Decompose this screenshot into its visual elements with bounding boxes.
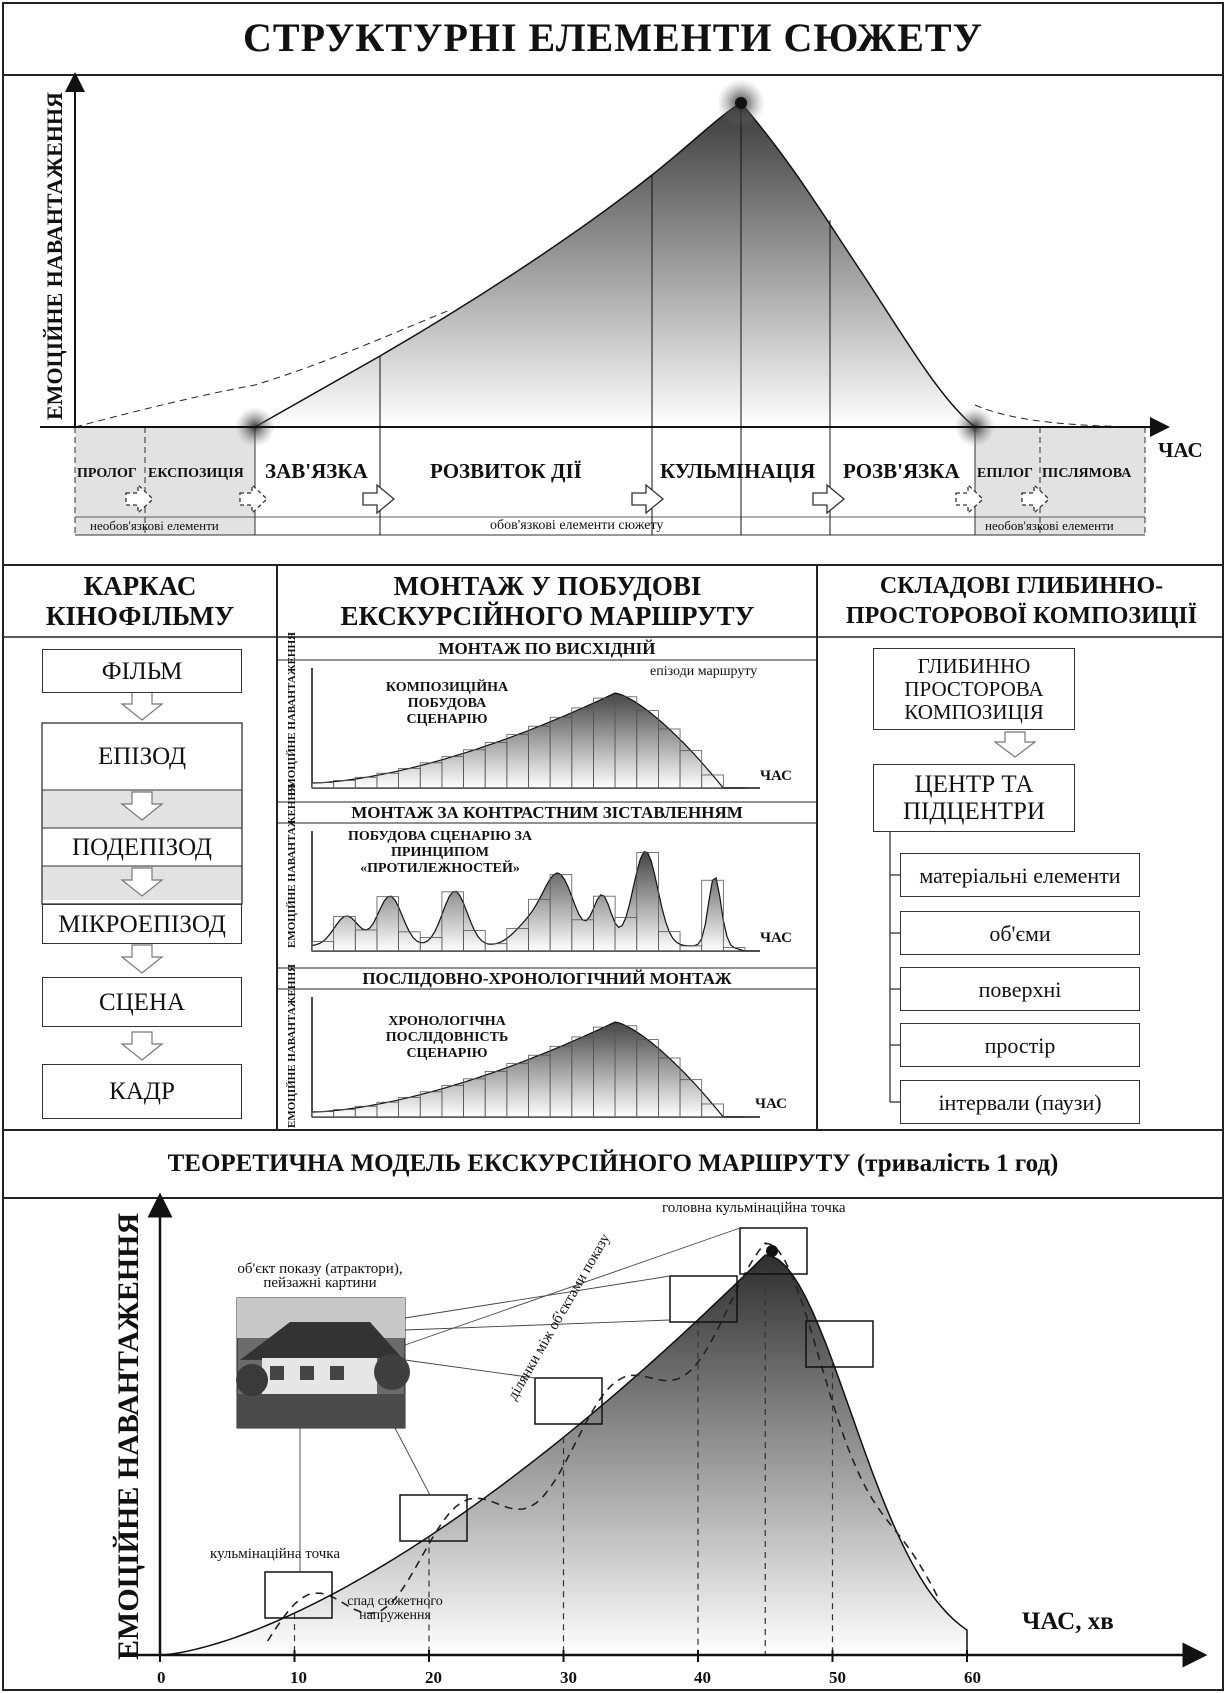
frame-title: КАРКАС КІНОФІЛЬМУ: [45, 571, 235, 631]
tick-60: 60: [964, 1668, 981, 1687]
montage-panel-1-caption: КОМПОЗИЦІЙНА ПОБУДОВА СЦЕНАРІЮ: [385, 680, 509, 727]
depth-item-intervals: інтервали (паузи): [900, 1080, 1140, 1124]
leader-line: [404, 1227, 741, 1346]
montage-panel-2-x-label: ЧАС: [760, 930, 792, 946]
depth-title: СКЛАДОВІ ГЛИБИННО-ПРОСТОРОВОЇ КОМПОЗИЦІЇ: [845, 573, 1198, 629]
mini-bar: [636, 852, 659, 952]
optional-elements-left: необов'язкові елементи: [90, 518, 219, 533]
mini-bar: [679, 750, 703, 789]
annotation-objects: об'єкт показу (атрактори), пейзажні карт…: [237, 1261, 403, 1291]
montage-curves: [311, 668, 760, 1118]
montage-panel-3-caption: ХРОНОЛОГІЧНА ПОСЛІДОВНІСТЬ СЦЕНАРІЮ: [385, 1014, 509, 1061]
tick-20: 20: [425, 1668, 442, 1687]
tick-30: 30: [560, 1668, 577, 1687]
frame-item-shot: КАДР: [42, 1064, 242, 1119]
mini-bar: [701, 774, 724, 789]
annotation-tension-drop: спад сюжетного напруження: [347, 1594, 443, 1623]
depth-top-node: ГЛИБИННО ПРОСТОРОВА КОМПОЗИЦІЯ: [873, 648, 1075, 730]
segment-setup: ЗАВ'ЯЗКА: [265, 459, 368, 483]
montage-panel-1-x-label: ЧАС: [760, 768, 792, 784]
episode-box: [805, 1320, 874, 1368]
montage-panel-3-x-label: ЧАС: [755, 1096, 787, 1112]
episode-box: [669, 1275, 738, 1323]
episode-box: [534, 1377, 603, 1425]
frame-item-microepisode: МІКРОЕПІЗОД: [42, 904, 242, 944]
mini-bar: [376, 896, 400, 952]
mini-bar: [441, 891, 464, 952]
mini-bar: [658, 931, 681, 952]
photo-attractor: [236, 1297, 410, 1429]
model-x-axis-label: ЧАС, хв: [1022, 1608, 1114, 1635]
frame-item-scene: СЦЕНА: [42, 977, 242, 1027]
model-y-axis-label: ЕМОЦІЙНЕ НАВАНТАЖЕННЯ: [112, 1212, 145, 1660]
montage-title: МОНТАЖ У ПОБУДОВІ ЕКСКУРСІЙНОГО МАРШРУТУ: [340, 571, 755, 631]
mini-bar: [463, 930, 486, 952]
plot-x-axis-label: ЧАС: [1158, 438, 1203, 462]
montage-panel-1-y-label: ЕМОЦІЙНЕ НАВАНТАЖЕННЯ: [286, 632, 298, 796]
required-elements: обов'язкові елементи сюжету: [490, 518, 664, 533]
segment-climax: КУЛЬМІНАЦІЯ: [660, 459, 816, 483]
mini-bar: [701, 1103, 724, 1118]
montage-panel-1-header: МОНТАЖ ПО ВИСХІДНІЙ: [438, 639, 656, 658]
optional-elements-right: необов'язкові елементи: [985, 518, 1114, 533]
episode-box: [399, 1494, 468, 1542]
segment-epilogue: ЕПІЛОГ: [977, 466, 1033, 481]
segment-exposition: ЕКСПОЗИЦІЯ: [148, 466, 244, 481]
tick-0: 0: [157, 1668, 166, 1687]
depth-item-material: матеріальні елементи: [900, 853, 1140, 897]
leader-line: [394, 1427, 431, 1496]
montage-panel-2-header: МОНТАЖ ЗА КОНТРАСТНИМ ЗІСТАВЛЕННЯМ: [351, 803, 743, 822]
annotation-main-peak: головна кульмінаційна точка: [662, 1200, 846, 1216]
depth-item-surfaces: поверхні: [900, 967, 1140, 1011]
mini-bar: [549, 874, 573, 952]
montage-panel-2-caption: ПОБУДОВА СЦЕНАРІЮ ЗА ПРИНЦИПОМ «ПРОТИЛЕЖ…: [347, 829, 533, 876]
tick-50: 50: [829, 1668, 846, 1687]
tick-40: 40: [694, 1668, 711, 1687]
montage-panel-3-y-label: ЕМОЦІЙНЕ НАВАНТАЖЕННЯ: [286, 964, 298, 1128]
depth-center-node: ЦЕНТР ТА ПІДЦЕНТРИ: [873, 764, 1075, 832]
segment-rising-action: РОЗВИТОК ДІЇ: [430, 459, 582, 483]
page-title: СТРУКТУРНІ ЕЛЕМЕНТИ СЮЖЕТУ: [243, 14, 983, 60]
leader-line: [404, 1319, 671, 1331]
frame-item-subepisode: ПОДЕПІЗОД: [72, 833, 212, 861]
segment-resolution: РОЗВ'ЯЗКА: [843, 459, 960, 483]
plot-y-axis-label: ЕМОЦІЙНЕ НАВАНТАЖЕННЯ: [42, 92, 67, 420]
model-title: ТЕОРЕТИЧНА МОДЕЛЬ ЕКСКУРСІЙНОГО МАРШРУТУ…: [167, 1150, 1059, 1177]
episode-box: [264, 1571, 333, 1619]
montage-panel-2-y-label: ЕМОЦІЙНЕ НАВАНТАЖЕННЯ: [286, 784, 298, 948]
mini-bar: [722, 947, 746, 952]
mini-bar: [679, 1079, 703, 1118]
frame-item-film: ФІЛЬМ: [42, 649, 242, 693]
frame-item-episode: ЕПІЗОД: [97, 743, 187, 770]
depth-item-space: простір: [900, 1023, 1140, 1067]
leader-line: [404, 1359, 536, 1379]
segment-prolog: ПРОЛОГ: [77, 466, 137, 481]
annotation-culmination-point: кульмінаційна точка: [210, 1546, 340, 1562]
montage-episodes-note: епізоди маршруту: [650, 664, 758, 679]
depth-item-volumes: об'єми: [900, 911, 1140, 955]
montage-panel-3-header: ПОСЛІДОВНО-ХРОНОЛОГІЧНИЙ МОНТАЖ: [362, 969, 732, 988]
leader-line: [404, 1275, 671, 1319]
mini-bar: [701, 879, 724, 952]
segment-afterword: ПІСЛЯМОВА: [1042, 466, 1132, 481]
episode-box: [739, 1227, 808, 1275]
tick-10: 10: [290, 1668, 307, 1687]
